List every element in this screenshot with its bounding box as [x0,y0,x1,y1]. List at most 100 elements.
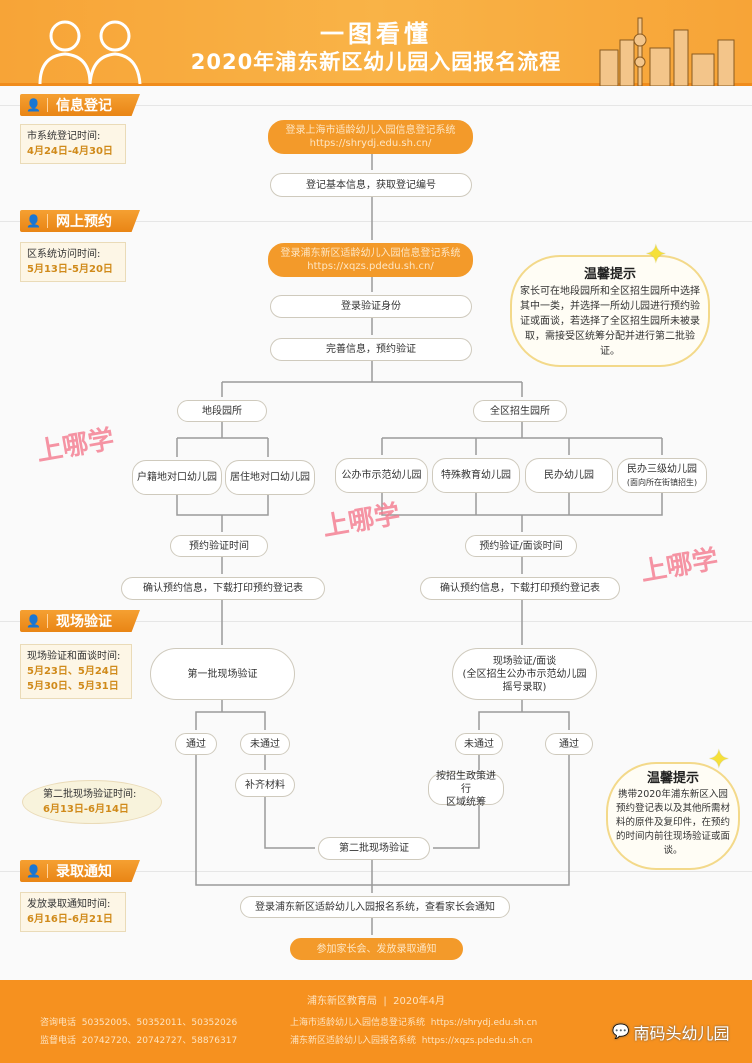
node-text: 民办三级幼儿园 [627,463,697,475]
info-date: 6月13日-6月14日 [43,804,129,815]
url[interactable]: https://shrydj.edu.sh.cn [430,1018,538,1028]
city-system-link[interactable]: 上海市适龄幼儿入园信息登记系统 https://shrydj.edu.sh.cn [290,1015,537,1028]
tip-text: 家长可在地段园所和全区招生园所中选择其中一类，并选择一所幼儿园进行预约验证或面谈… [520,286,700,357]
section-label-online-booking: 👤 网上预约 [20,210,140,232]
person-icon: 👤 [20,98,48,112]
url[interactable]: https://xqzs.pdedu.sh.cn [421,1036,533,1046]
district-system-link[interactable]: 浦东新区适龄幼儿入园报名系统 https://xqzs.pdedu.sh.cn [290,1033,532,1046]
node-supplement-materials: 补齐材料 [235,773,295,797]
info-label: 市系统登记时间: [27,131,101,142]
node-private-kindergarten: 民办幼儿园 [525,458,613,493]
node-district-coordination: 按招生政策进行区域统筹 [428,770,504,808]
node-text: 登录上海市适龄幼儿入园信息登记系统 [285,125,456,136]
footer-org-date: 浦东新区教育局 | 2020年4月 [307,996,445,1007]
section-label-onsite-verification: 👤 现场验证 [20,610,140,632]
node-login-district-system: 登录浦东新区适龄幼儿入园信息登记系统 https://xqzs.pdedu.sh.… [268,243,473,277]
node-booking-interview-time: 预约验证/面谈时间 [465,535,577,557]
label: 咨询电话 [40,1018,77,1028]
node-confirm-print-left: 确认预约信息，下载打印预约登记表 [121,577,325,600]
node-pass-left: 通过 [175,733,217,755]
node-private-level3-kindergarten: 民办三级幼儿园 (面向所在街镇招生) [617,458,707,493]
node-note: (面向所在街镇招生) [626,477,698,487]
divider [0,871,752,872]
city-skyline-icon [599,17,735,86]
node-verify-identity: 登录验证身份 [270,295,472,318]
node-url: https://xqzs.pdedu.sh.cn/ [307,261,434,272]
tip-text: 携带2020年浦东新区入园预约登记表以及其他所需材料的原件及复印件，在预约的时间… [615,789,730,856]
node-login-city-system: 登录上海市适龄幼儿入园信息登记系统 https://shrydj.edu.sh.c… [268,120,473,154]
divider [0,221,752,222]
info-box-registration-time: 市系统登记时间: 4月24日-4月30日 [20,124,126,164]
info-label: 发放录取通知时间: [27,899,111,910]
supervise-phone: 监督电话 20742720、20742727、58876317 [40,1033,237,1046]
node-text: 区域统筹 [446,796,486,808]
node-hukou-kindergarten: 户籍地对口幼儿园 [132,460,222,495]
person-icon: 👤 [20,214,48,228]
info-box-verification-time: 现场验证和面谈时间: 5月23日、5月24日 5月30日、5月31日 [20,644,132,699]
info-label: 现场验证和面谈时间: [27,651,121,662]
label: 浦东新区适龄幼儿入园报名系统 [290,1036,417,1046]
section-title: 录取通知 [56,864,112,880]
info-label: 区系统访问时间: [27,249,101,260]
value: 50352005、50352011、50352026 [81,1018,238,1028]
node-url: https://shrydj.edu.sh.cn/ [309,138,432,149]
label: 监督电话 [40,1036,77,1046]
section-title: 现场验证 [56,614,112,630]
node-text: 摇号录取) [502,681,547,693]
second-batch-time: 第二批现场验证时间: 6月13日-6月14日 [22,780,162,824]
node-fail-right: 未通过 [455,733,503,755]
info-date: 6月16日-6月21日 [27,914,113,925]
footer-date: 2020年4月 [393,996,445,1007]
node-confirm-print-right: 确认预约信息，下载打印预约登记表 [420,577,620,600]
node-text: 登录浦东新区适龄幼儿入园信息登记系统 [280,248,461,259]
person-icon: 👤 [20,864,48,878]
node-text: 现场验证/面谈 [492,655,557,667]
node-text: (全区招生公办市示范幼儿园 [462,668,587,680]
node-text: 按招生政策进行 [436,770,496,795]
section-label-admission-notice: 👤 录取通知 [20,860,140,882]
info-date: 5月13日-5月20日 [27,264,113,275]
parents-illustration-icon [38,20,142,84]
wechat-icon: 💬 [612,1024,630,1040]
sparkle-icon: ✦ [708,745,730,775]
brand-watermark: 💬南码头幼儿园 [612,1020,729,1044]
footer: 浦东新区教育局 | 2020年4月 咨询电话 50352005、50352011… [0,980,752,1063]
person-icon: 👤 [20,614,48,628]
tip-cloud-verification: 温馨提示携带2020年浦东新区入园预约登记表以及其他所需材料的原件及复印件，在预… [606,762,740,870]
header-banner: 一图看懂 2020年浦东新区幼儿园入园报名流程 [0,0,752,86]
info-date: 5月30日、5月31日 [27,681,119,692]
info-box-booking-time: 区系统访问时间: 5月13日-5月20日 [20,242,126,282]
consult-phone: 咨询电话 50352005、50352011、50352026 [40,1015,237,1028]
info-date: 4月24日-4月30日 [27,146,113,157]
node-first-batch-verification: 第一批现场验证 [150,648,295,700]
header-subtitle: 2020年浦东新区幼儿园入园报名流程 [190,50,562,74]
tip-cloud-booking: 温馨提示家长可在地段园所和全区招生园所中选择其中一类，并选择一所幼儿园进行预约验… [510,255,710,367]
info-label: 第二批现场验证时间: [43,789,137,800]
node-register-basic-info: 登记基本信息，获取登记编号 [270,173,472,197]
label: 上海市适龄幼儿入园信息登记系统 [290,1018,426,1028]
brand-name: 南码头幼儿园 [633,1024,730,1043]
node-citywide-kindergartens: 全区招生园所 [473,400,567,422]
sparkle-icon: ✦ [645,240,667,270]
node-residence-kindergarten: 居住地对口幼儿园 [225,460,315,495]
tip-title: 温馨提示 [583,267,636,282]
node-second-batch-verification: 第二批现场验证 [318,837,430,860]
node-fail-left: 未通过 [240,733,290,755]
tip-title: 温馨提示 [646,771,699,786]
node-parent-meeting-notice: 参加家长会、发放录取通知 [290,938,463,960]
node-verification-interview: 现场验证/面谈(全区招生公办市示范幼儿园摇号录取) [452,648,597,700]
node-special-education-kindergarten: 特殊教育幼儿园 [432,458,520,493]
section-label-registration: 👤 信息登记 [20,94,140,116]
node-check-parent-meeting: 登录浦东新区适龄幼儿入园报名系统，查看家长会通知 [240,896,510,918]
node-booking-time: 预约验证时间 [170,535,268,557]
info-date: 5月23日、5月24日 [27,666,119,677]
node-public-model-kindergarten: 公办市示范幼儿园 [335,458,428,493]
value: 20742720、20742727、58876317 [81,1036,238,1046]
info-box-notice-time: 发放录取通知时间: 6月16日-6月21日 [20,892,126,932]
footer-org: 浦东新区教育局 [307,996,378,1007]
section-title: 网上预约 [56,214,112,230]
section-title: 信息登记 [56,98,112,114]
node-district-kindergartens: 地段园所 [177,400,267,422]
divider [0,621,752,622]
